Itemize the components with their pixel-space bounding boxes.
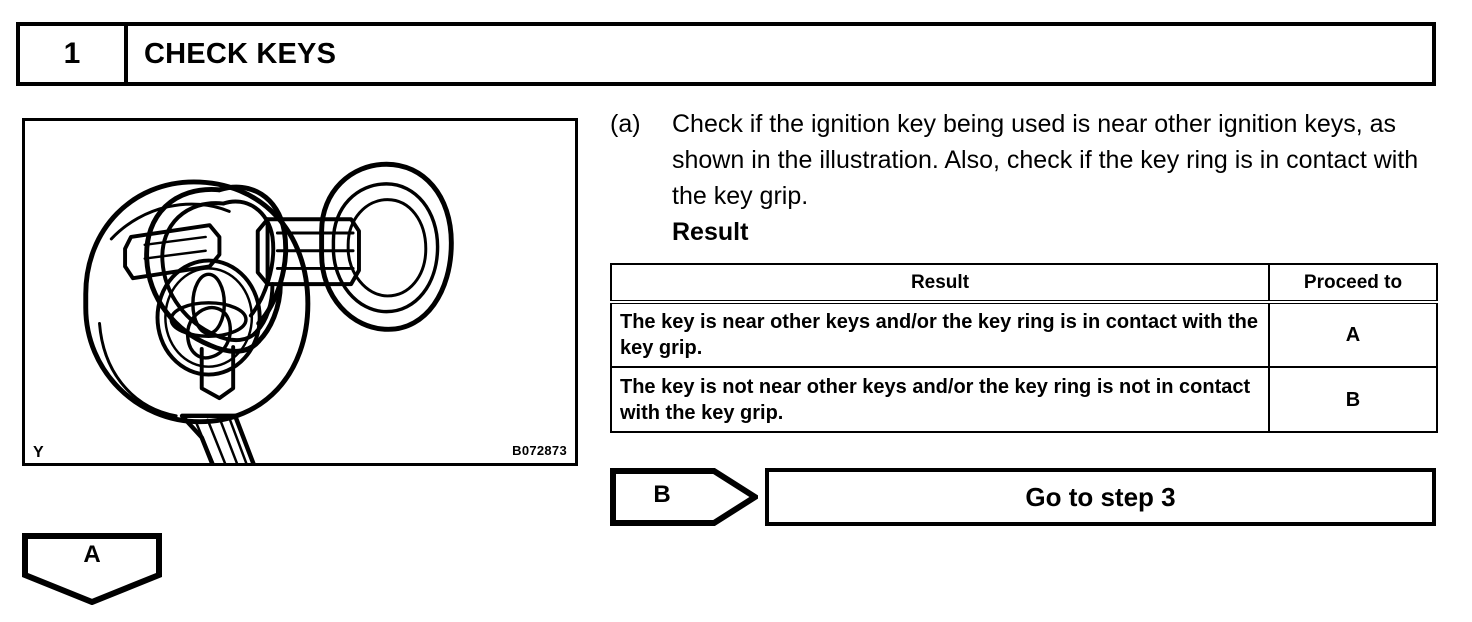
ignition-keys-illustration [83,161,454,463]
instruction-text: Check if the ignition key being used is … [672,110,1419,210]
column-header-proceed-to: Proceed to [1268,263,1438,303]
connector-a-label: A [83,541,101,568]
table-row: The key is not near other keys and/or th… [610,366,1438,433]
instruction-block: (a) Check if the ignition key being used… [610,106,1440,250]
result-table-head: Result Proceed to [610,263,1438,303]
panel-figure-id: B072873 [512,443,567,458]
connector-a-pentagon: A [22,533,162,605]
table-row: The key is near other keys and/or the ke… [610,300,1438,368]
goto-banner: B Go to step 3 [610,468,1436,526]
goto-action-box: Go to step 3 [765,468,1436,526]
column-header-result: Result [610,263,1270,303]
goto-action-label: Go to step 3 [1025,482,1176,512]
instruction-result-label: Result [672,218,749,246]
step-title-cell: CHECK KEYS [128,26,1432,82]
step-number-cell: 1 [20,26,128,82]
step-title: CHECK KEYS [144,37,337,70]
result-table-body: The key is near other keys and/or the ke… [610,300,1438,433]
instruction-row: (a) Check if the ignition key being used… [610,106,1440,250]
result-cell: The key is near other keys and/or the ke… [610,300,1270,368]
table-header-row: Result Proceed to [610,263,1438,303]
proceed-to-cell: B [1268,366,1438,433]
result-cell: The key is not near other keys and/or th… [610,366,1270,433]
instruction-marker: (a) [610,110,641,138]
panel-corner-label: Y [33,444,44,461]
proceed-to-cell: A [1268,300,1438,368]
illustration-panel: Y B072873 [22,118,578,466]
connector-b-arrow: B [610,468,758,526]
result-table: Result Proceed to The key is near other … [610,263,1438,433]
connector-a-shape [22,533,162,605]
step-header-bar: 1 CHECK KEYS [16,22,1436,86]
connector-b-label: B [653,481,671,508]
instruction-body: Check if the ignition key being used is … [672,106,1440,250]
step-number: 1 [63,37,81,70]
connector-b-shape [610,468,758,526]
